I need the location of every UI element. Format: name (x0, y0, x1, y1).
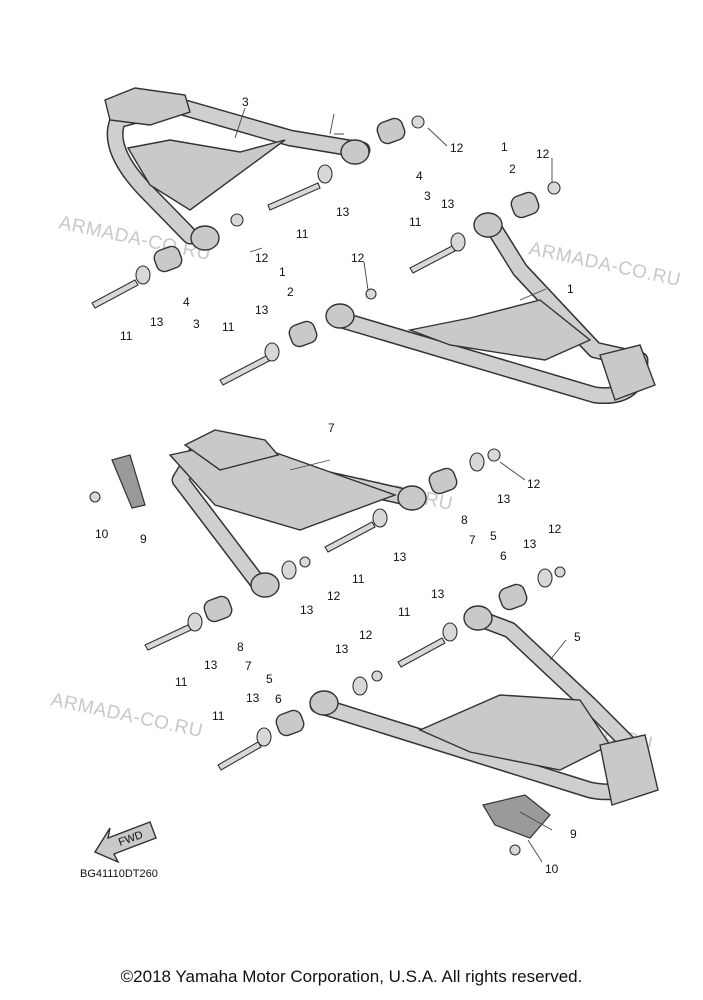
callout-11: 11 (120, 329, 133, 343)
callout-13: 13 (431, 587, 445, 601)
callout-5: 5 (266, 672, 273, 686)
callout-3: 3 (242, 95, 249, 109)
arm-part-1 (325, 212, 656, 405)
callout-12: 12 (548, 522, 562, 536)
callout-4: 4 (416, 169, 423, 183)
callout-8: 8 (461, 513, 468, 527)
bushing-set-part-3 (91, 115, 425, 309)
callout-11: 11 (222, 320, 235, 334)
callout-12: 12 (255, 251, 269, 265)
callout-2: 2 (287, 285, 294, 299)
fwd-arrow-icon: FWD (93, 821, 157, 864)
callout-10: 10 (545, 862, 559, 876)
guard-plate-9 (111, 454, 146, 509)
callout-11: 11 (409, 215, 422, 229)
callout-2: 2 (509, 162, 516, 176)
callout-13: 13 (255, 303, 269, 317)
callout-13: 13 (246, 691, 260, 705)
callout-3: 3 (424, 189, 431, 203)
callout-13: 13 (204, 658, 218, 672)
arm-part-7 (168, 429, 427, 598)
callout-12: 12 (450, 141, 464, 155)
callout-13: 13 (497, 492, 511, 506)
callout-1: 1 (567, 282, 574, 296)
callout-13: 13 (335, 642, 349, 656)
callout-13: 13 (393, 550, 407, 564)
callout-9: 9 (570, 827, 577, 841)
callout-12: 12 (359, 628, 373, 642)
callout-13: 13 (150, 315, 164, 329)
arm-part-3 (104, 87, 371, 251)
callout-6: 6 (500, 549, 507, 563)
bushing-set-part-7 (144, 448, 501, 651)
callout-5: 5 (574, 630, 581, 644)
callout-11: 11 (398, 605, 411, 619)
callout-12: 12 (351, 251, 365, 265)
callout-12: 12 (327, 589, 341, 603)
callout-7: 7 (469, 533, 476, 547)
watermark: ARMADA-CO.RU (49, 689, 205, 742)
callout-7: 7 (328, 421, 335, 435)
callouts: 3 12 1 2 12 4 3 13 11 13 11 12 1 2 12 1 … (95, 95, 581, 876)
callout-4: 4 (183, 295, 190, 309)
callout-11: 11 (352, 572, 365, 586)
bolt-10 (509, 844, 521, 856)
callout-13: 13 (300, 603, 314, 617)
callout-5: 5 (490, 529, 497, 543)
callout-11: 11 (175, 675, 188, 689)
callout-3: 3 (193, 317, 200, 331)
callout-6: 6 (275, 692, 282, 706)
diagram-code: BG41110DT260 (80, 868, 158, 880)
callout-13: 13 (441, 197, 455, 211)
bushing-set-part-1 (219, 181, 561, 386)
callout-12: 12 (536, 147, 550, 161)
callout-11: 11 (212, 709, 225, 723)
callout-13: 13 (523, 537, 537, 551)
callout-1: 1 (501, 140, 508, 154)
bushing-set-part-5 (217, 566, 566, 771)
bolt-10 (89, 491, 101, 503)
callout-1: 1 (279, 265, 286, 279)
callout-12: 12 (527, 477, 541, 491)
callout-8: 8 (237, 640, 244, 654)
callout-13: 13 (336, 205, 350, 219)
leader-lines (234, 107, 567, 863)
guard-plate-9 (482, 794, 551, 839)
callout-10: 10 (95, 527, 109, 541)
callout-11: 11 (296, 227, 309, 241)
callout-9: 9 (140, 532, 147, 546)
callout-7: 7 (245, 659, 252, 673)
watermark: ARMADA-CO.RU (527, 238, 683, 291)
arm-part-5 (309, 605, 659, 806)
copyright-notice: ©2018 Yamaha Motor Corporation, U.S.A. A… (120, 967, 583, 986)
